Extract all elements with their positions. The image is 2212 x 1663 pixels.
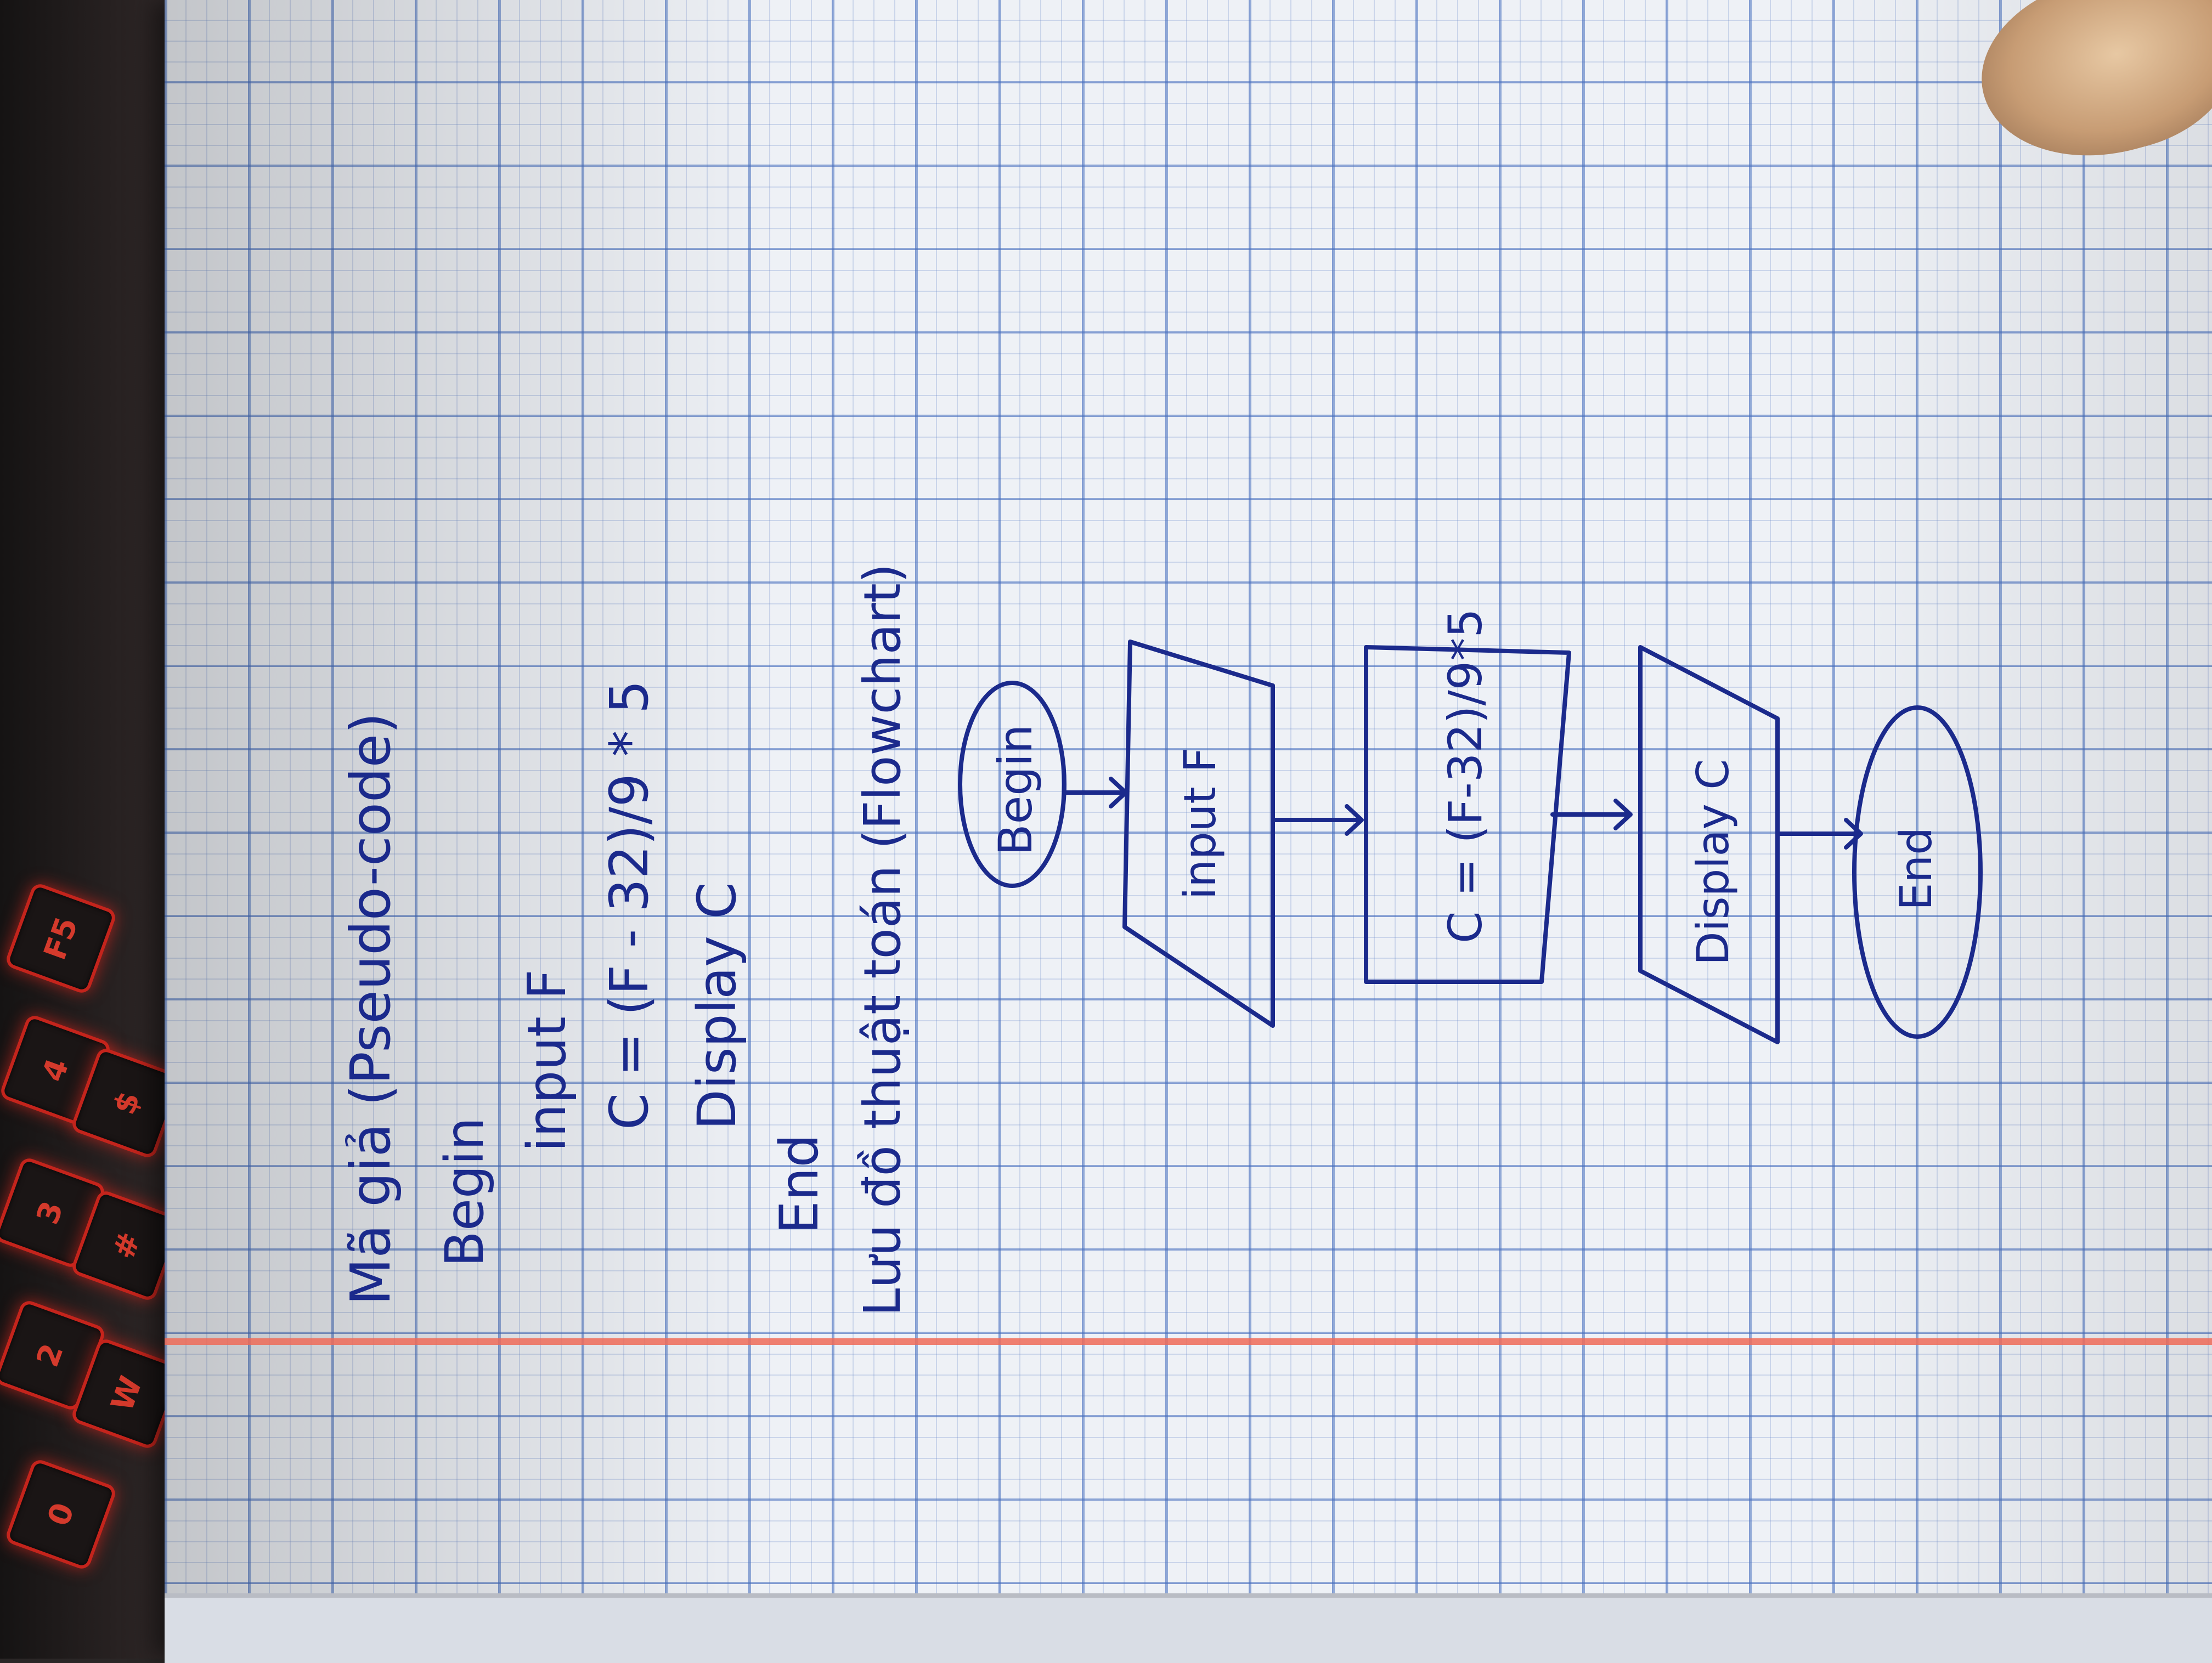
input-parallelogram bbox=[1122, 640, 1275, 1028]
connector-arrow bbox=[1062, 777, 1128, 808]
pseudocode-line: Begin bbox=[434, 1117, 495, 1267]
pseudocode-line: Display C bbox=[686, 883, 748, 1130]
margin-line bbox=[165, 1338, 2212, 1345]
input-label: input F bbox=[1175, 748, 1226, 900]
flowchart bbox=[958, 640, 1983, 1044]
process-label: C = (F-32)/9*5 bbox=[1438, 608, 1492, 943]
end-label: End bbox=[1891, 827, 1942, 910]
notebook-page bbox=[165, 0, 2212, 1663]
pseudocode-line: End bbox=[769, 1134, 830, 1234]
flowchart-labels: Begin input F C = (F-32)/9*5 Display C E… bbox=[989, 608, 1942, 965]
process-rectangle bbox=[1364, 645, 1571, 984]
pseudocode-line: C = (F - 32)/9 * 5 bbox=[599, 680, 660, 1130]
connector-arrow bbox=[1550, 799, 1633, 830]
output-parallelogram bbox=[1638, 645, 1780, 1044]
output-label: Display C bbox=[1688, 759, 1739, 965]
begin-label: Begin bbox=[989, 725, 1042, 856]
pseudocode-notes: Mã giả (Pseudo-code) Begin input F C = (… bbox=[338, 563, 912, 1316]
page-shadow bbox=[165, 0, 2212, 1659]
flowchart-heading: Lưu đồ thuật toán (Flowchart) bbox=[853, 563, 912, 1316]
pseudocode-line: input F bbox=[516, 969, 578, 1152]
begin-terminal bbox=[958, 681, 1066, 888]
connector-arrow bbox=[1775, 818, 1863, 850]
connector-arrow bbox=[1271, 804, 1364, 836]
pseudocode-heading: Mã giả (Pseudo-code) bbox=[338, 712, 403, 1305]
next-page-edge bbox=[165, 1593, 2212, 1663]
end-terminal bbox=[1852, 705, 1983, 1039]
